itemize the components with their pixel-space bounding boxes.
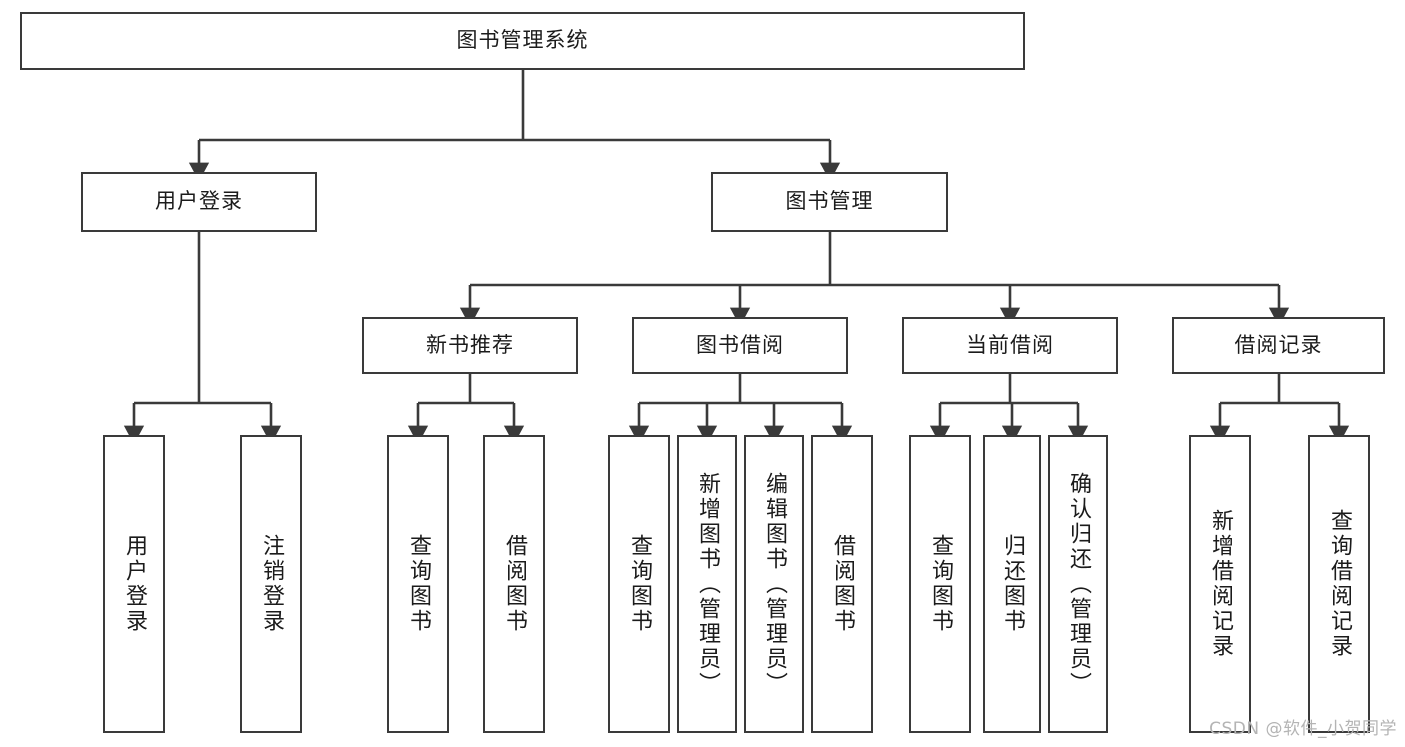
node-l-query2[interactable]: 查询图书 bbox=[608, 435, 670, 733]
node-label: 编辑图书（管理员） bbox=[761, 471, 787, 697]
node-label: 用户登录 bbox=[121, 534, 147, 634]
node-label: 查询图书 bbox=[405, 534, 431, 634]
node-label: 新增图书（管理员） bbox=[694, 471, 720, 697]
node-borrow[interactable]: 图书借阅 bbox=[632, 317, 848, 374]
node-label: 查询图书 bbox=[626, 534, 652, 634]
node-l-return[interactable]: 归还图书 bbox=[983, 435, 1041, 733]
node-l-query3[interactable]: 查询图书 bbox=[909, 435, 971, 733]
node-label: 借阅图书 bbox=[501, 534, 527, 634]
node-label: 借阅图书 bbox=[829, 534, 855, 634]
node-label: 查询借阅记录 bbox=[1326, 509, 1352, 659]
node-label: 用户登录 bbox=[155, 189, 243, 214]
node-l-queryrec[interactable]: 查询借阅记录 bbox=[1308, 435, 1370, 733]
node-label: 新书推荐 bbox=[426, 332, 514, 357]
node-label: 查询图书 bbox=[927, 534, 953, 634]
node-bookmgmt[interactable]: 图书管理 bbox=[711, 172, 948, 232]
node-l-borrow2[interactable]: 借阅图书 bbox=[811, 435, 873, 733]
node-newbook[interactable]: 新书推荐 bbox=[362, 317, 578, 374]
node-label: 归还图书 bbox=[999, 534, 1025, 634]
node-label: 图书管理 bbox=[785, 189, 874, 214]
node-root[interactable]: 图书管理系统 bbox=[20, 12, 1025, 70]
node-l-editbook[interactable]: 编辑图书（管理员） bbox=[744, 435, 804, 733]
node-l-confirm[interactable]: 确认归还（管理员） bbox=[1048, 435, 1108, 733]
node-login[interactable]: 用户登录 bbox=[81, 172, 317, 232]
node-label: 图书借阅 bbox=[696, 332, 784, 357]
node-l-logout[interactable]: 注销登录 bbox=[240, 435, 302, 733]
node-l-userlogin[interactable]: 用户登录 bbox=[103, 435, 165, 733]
node-label: 借阅记录 bbox=[1234, 332, 1323, 357]
watermark: CSDN @软件_小贺同学 bbox=[1209, 719, 1397, 739]
node-label: 注销登录 bbox=[258, 534, 284, 634]
node-label: 图书管理系统 bbox=[456, 28, 589, 53]
node-l-query1[interactable]: 查询图书 bbox=[387, 435, 449, 733]
node-current[interactable]: 当前借阅 bbox=[902, 317, 1118, 374]
node-label: 新增借阅记录 bbox=[1207, 509, 1233, 659]
node-label: 确认归还（管理员） bbox=[1065, 471, 1091, 697]
node-records[interactable]: 借阅记录 bbox=[1172, 317, 1385, 374]
node-l-addrec[interactable]: 新增借阅记录 bbox=[1189, 435, 1251, 733]
node-l-addbook[interactable]: 新增图书（管理员） bbox=[677, 435, 737, 733]
node-label: 当前借阅 bbox=[966, 332, 1054, 357]
node-l-borrow1[interactable]: 借阅图书 bbox=[483, 435, 545, 733]
